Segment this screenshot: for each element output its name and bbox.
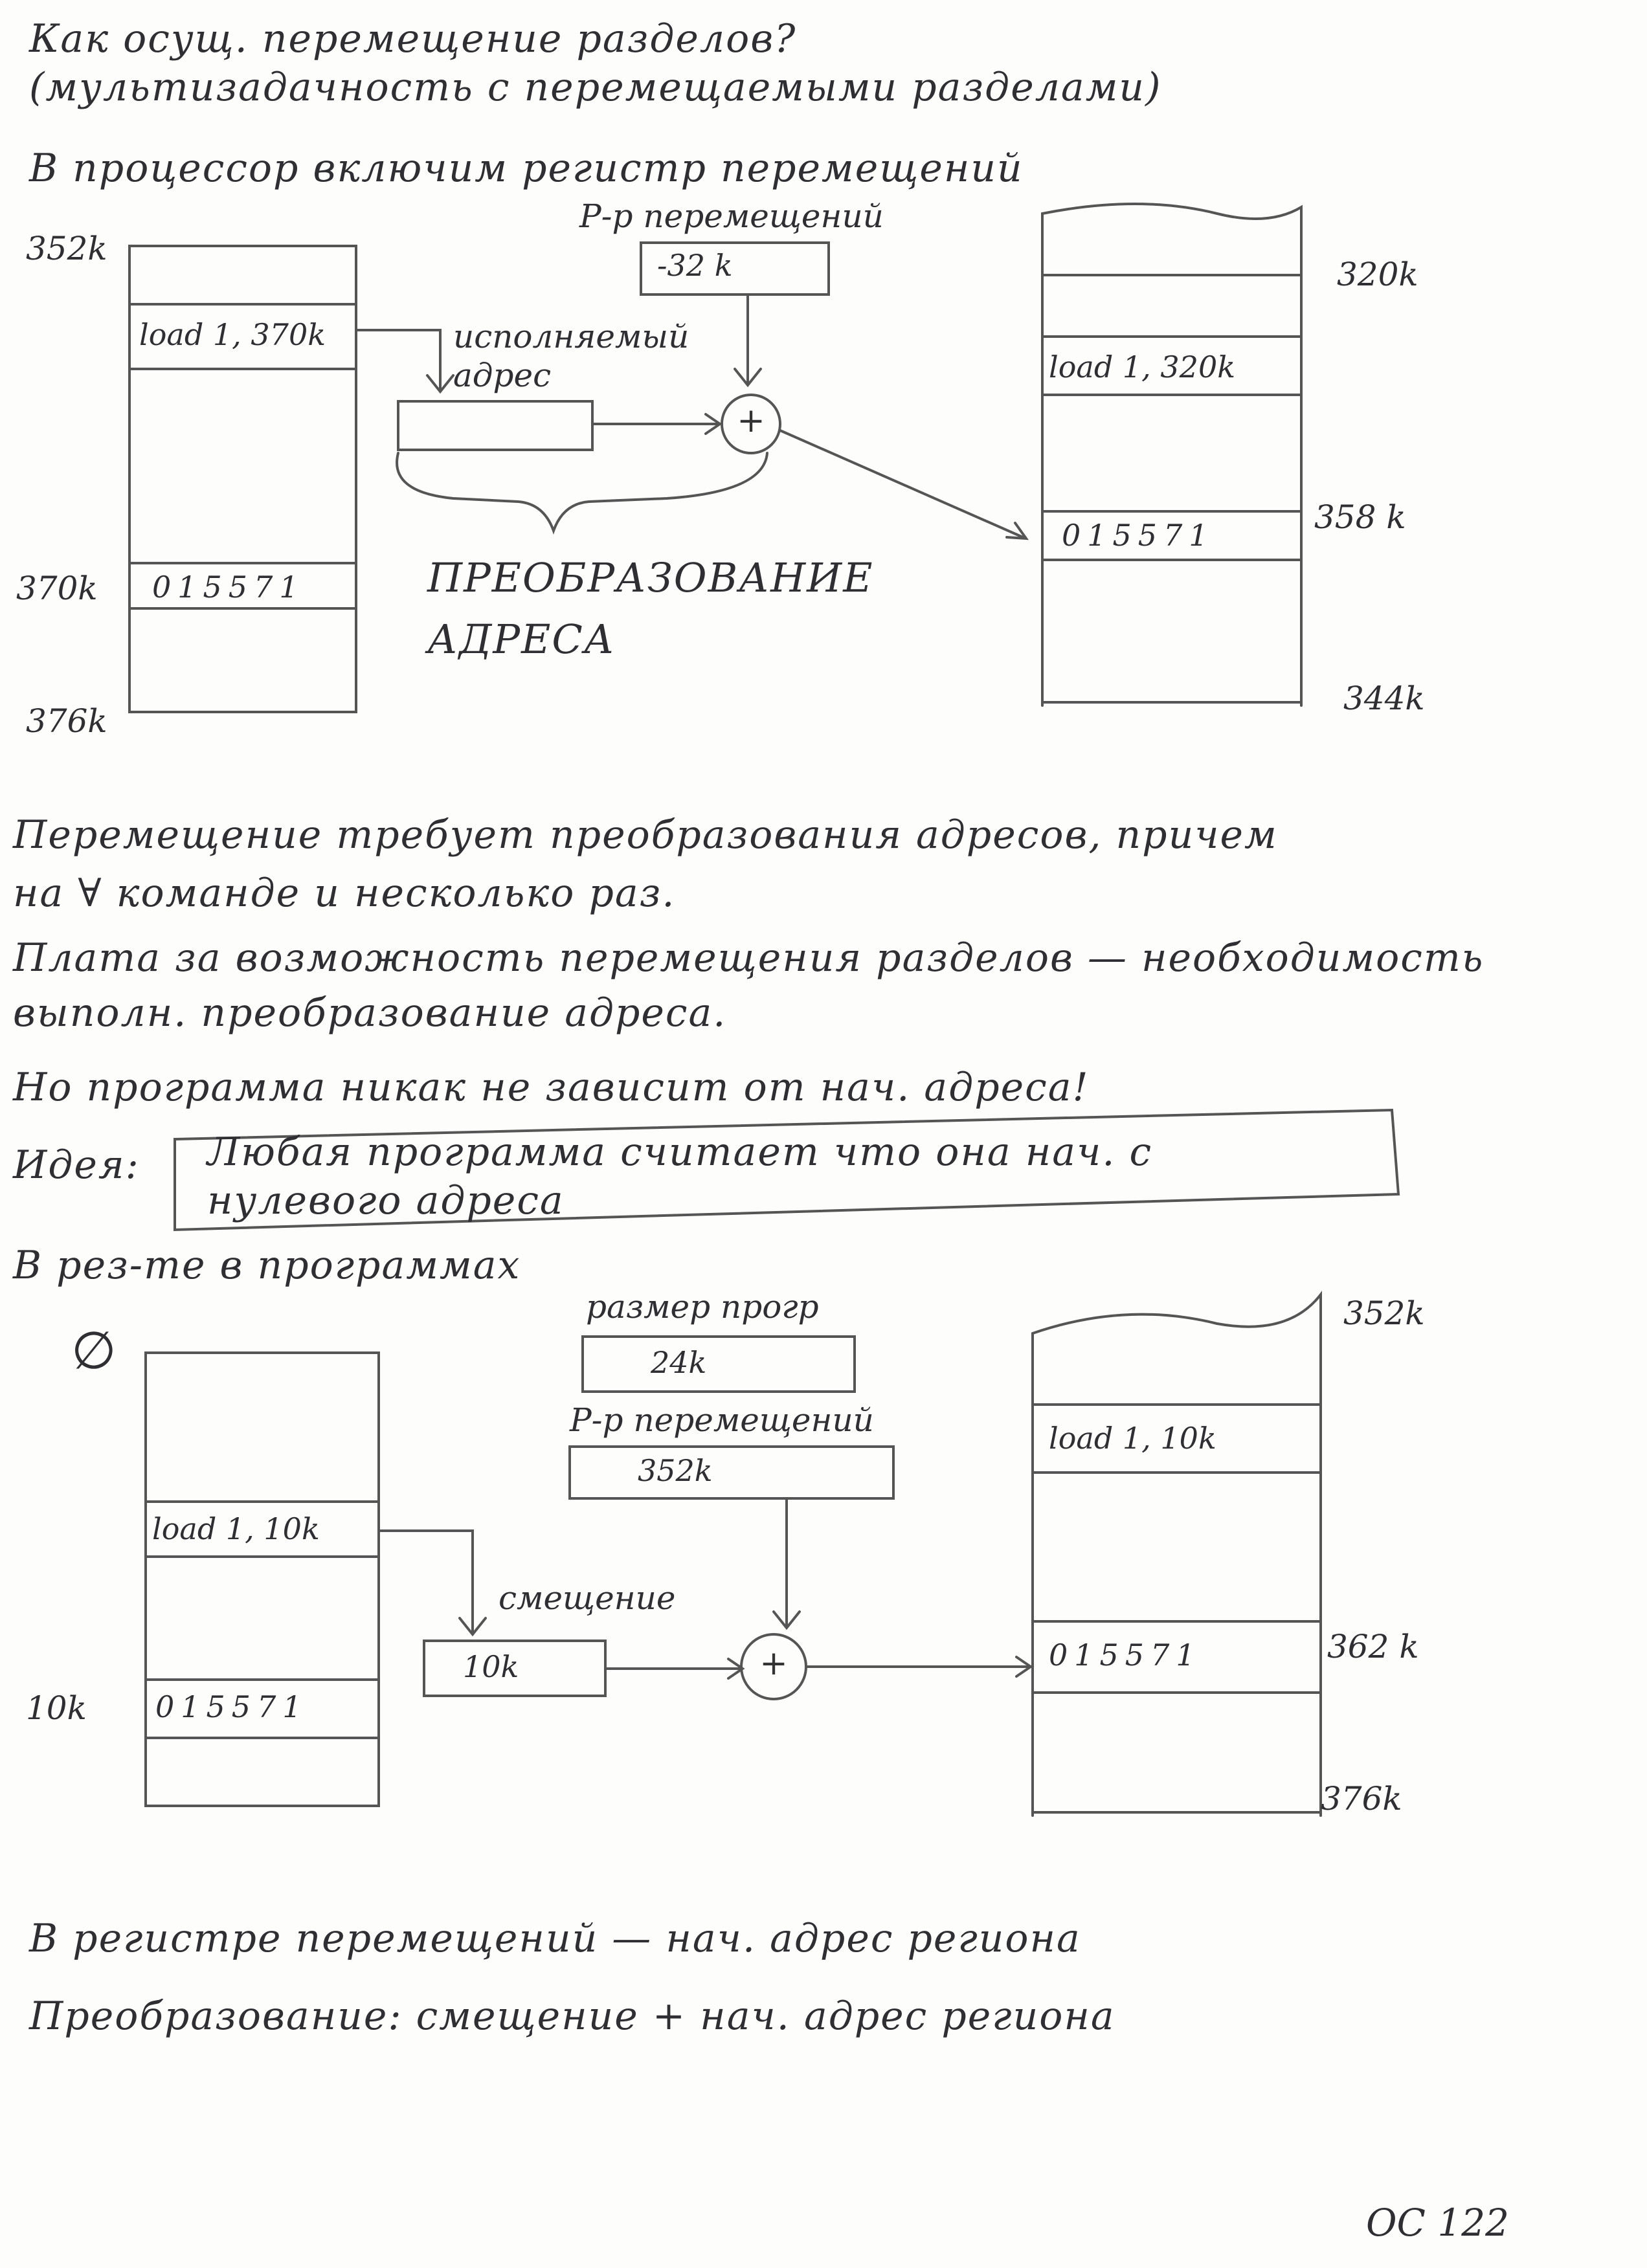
d1-right-label-top: 320k xyxy=(1337,256,1418,293)
d2-right-memory xyxy=(1031,1291,1322,1817)
d1-left-mark-label: 370k xyxy=(16,570,98,607)
body-line-1: Перемещение требует преобразования адрес… xyxy=(13,812,1278,858)
body-line-4: выполн. преобразование адреса. xyxy=(13,990,727,1036)
d1-left-value: 015571 xyxy=(152,570,305,605)
d2-offset-label: смещение xyxy=(499,1579,676,1617)
d1-right-label-mid: 358 k xyxy=(1314,498,1406,536)
d2-left-memory xyxy=(144,1351,380,1807)
d2-reg-label: Р-р перемещений xyxy=(570,1401,874,1439)
d1-reg-box xyxy=(640,241,830,296)
idea-line-2: нулевого адреса xyxy=(207,1178,565,1223)
d2-size-label: размер прогр xyxy=(586,1288,819,1326)
d1-left-memory xyxy=(128,245,357,713)
page-number: ОС 122 xyxy=(1366,2201,1510,2245)
d2-right-label-mid: 362 k xyxy=(1327,1628,1419,1665)
d1-right-cmd: load 1, 320k xyxy=(1049,350,1236,384)
d1-exec-label: исполняемый адрес xyxy=(453,318,689,394)
footer-line-1: В регистре перемещений — нач. адрес реги… xyxy=(29,1916,1081,1961)
d2-plus: + xyxy=(759,1644,788,1683)
d1-reg-value: -32 k xyxy=(657,248,733,283)
d1-left-cmd: load 1, 370k xyxy=(139,317,326,352)
d2-right-label-bottom: 376k xyxy=(1321,1780,1402,1818)
d2-left-cmd: load 1, 10k xyxy=(152,1511,320,1546)
d1-left-top-label: 352k xyxy=(26,230,107,267)
d1-transform-label: ПРЕОБРАЗОВАНИЕ АДРЕСА xyxy=(427,554,874,663)
d2-size-box xyxy=(581,1335,856,1393)
d2-reg-box xyxy=(568,1445,895,1500)
d2-left-top-label: ∅ xyxy=(71,1320,118,1381)
d1-adder xyxy=(721,394,781,454)
d2-left-mark-label: 10k xyxy=(26,1689,87,1727)
header-line-2: (мультизадачность с перемещаемыми раздел… xyxy=(29,65,1162,110)
d2-right-value: 015571 xyxy=(1049,1638,1202,1673)
d1-right-label-bottom: 344k xyxy=(1343,680,1425,717)
header-line-1: Как осущ. перемещение разделов? xyxy=(29,16,797,61)
footer-line-2: Преобразование: смещение + нач. адрес ре… xyxy=(29,1994,1115,2039)
d1-exec-box xyxy=(397,400,594,451)
d2-left-value: 015571 xyxy=(155,1689,308,1724)
d2-right-cmd: load 1, 10k xyxy=(1049,1421,1216,1456)
d2-reg-value: 352k xyxy=(638,1453,713,1488)
d2-right-label-top: 352k xyxy=(1343,1295,1425,1332)
idea-box xyxy=(174,1108,1400,1232)
d2-size-value: 24k xyxy=(651,1345,707,1380)
d2-offset-value: 10k xyxy=(463,1649,519,1684)
body-line-2: на ∀ команде и несколько раз. xyxy=(13,871,676,916)
idea-label: Идея: xyxy=(13,1142,140,1188)
idea-line-1: Любая программа считает что она нач. с xyxy=(207,1129,1153,1175)
body-line-6: В рез-те в программах xyxy=(13,1243,521,1288)
d1-reg-label: Р-р перемещений xyxy=(579,197,884,235)
d1-right-value: 015571 xyxy=(1062,518,1215,553)
d1-plus: + xyxy=(737,401,765,440)
body-line-3: Плата за возможность перемещения раздело… xyxy=(13,935,1485,981)
d1-left-bottom-label: 376k xyxy=(26,702,107,740)
d1-right-memory xyxy=(1041,203,1303,707)
header-line-3: В процессор включим регистр перемещений xyxy=(29,146,1024,191)
body-line-5: Но программа никак не зависит от нач. ад… xyxy=(13,1065,1090,1110)
